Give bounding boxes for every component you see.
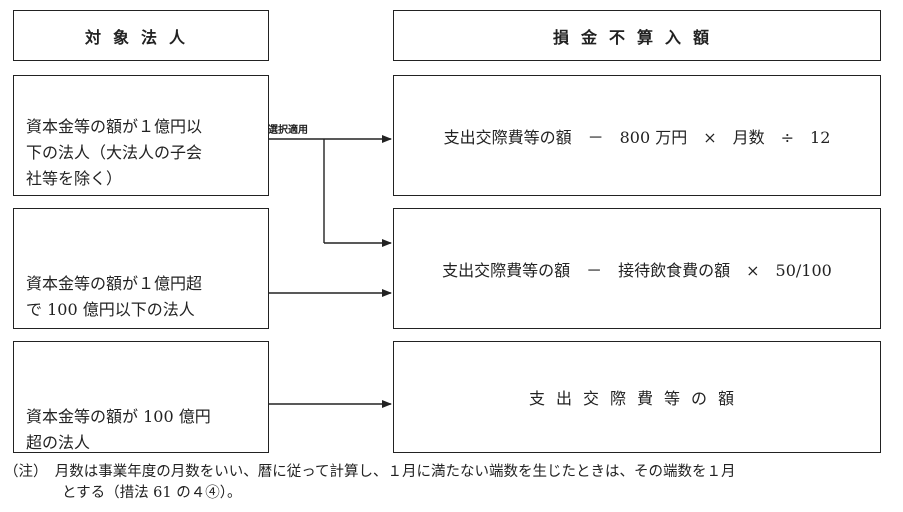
formula-box-entertainment-label: 支出交際費等の額 － 接待飲食費の額 × 50/100 [442, 260, 832, 280]
entity-box-large-label: 資本金等の額が 100 億円 超の法人 [26, 407, 211, 452]
selection-label: 選択適用 [268, 125, 308, 136]
formula-box-full-amount: 支出交際費等の額 [393, 341, 881, 453]
header-target-entity-label: 対象法人 [84, 27, 197, 47]
formula-box-monthly-limit-label: 支出交際費等の額 － 800 万円 × 月数 ÷ 12 [443, 127, 831, 147]
footnote: （注） 月数は事業年度の月数をいい、暦に従って計算し、１月に満たない端数を生じた… [4, 462, 899, 504]
entity-box-small-label: 資本金等の額が１億円以 下の法人（大法人の子会 社等を除く） [26, 117, 203, 188]
header-target-entity: 対象法人 [13, 10, 269, 61]
formula-box-monthly-limit: 支出交際費等の額 － 800 万円 × 月数 ÷ 12 [393, 75, 881, 196]
formula-box-full-amount-label: 支出交際費等の額 [528, 389, 745, 408]
header-non-deductible-amount-label: 損金不算入額 [552, 27, 721, 47]
footnote-line2: とする（措法 61 の４④）。 [62, 485, 242, 501]
entity-box-large: 資本金等の額が 100 億円 超の法人 [13, 341, 269, 453]
footnote-line1: （注） 月数は事業年度の月数をいい、暦に従って計算し、１月に満たない端数を生じた… [4, 464, 736, 480]
entity-box-medium: 資本金等の額が１億円超 で 100 億円以下の法人 [13, 208, 269, 329]
header-non-deductible-amount: 損金不算入額 [393, 10, 881, 61]
formula-box-entertainment: 支出交際費等の額 － 接待飲食費の額 × 50/100 [393, 208, 881, 329]
entity-box-medium-label: 資本金等の額が１億円超 で 100 億円以下の法人 [26, 274, 203, 319]
entity-box-small: 資本金等の額が１億円以 下の法人（大法人の子会 社等を除く） [13, 75, 269, 196]
